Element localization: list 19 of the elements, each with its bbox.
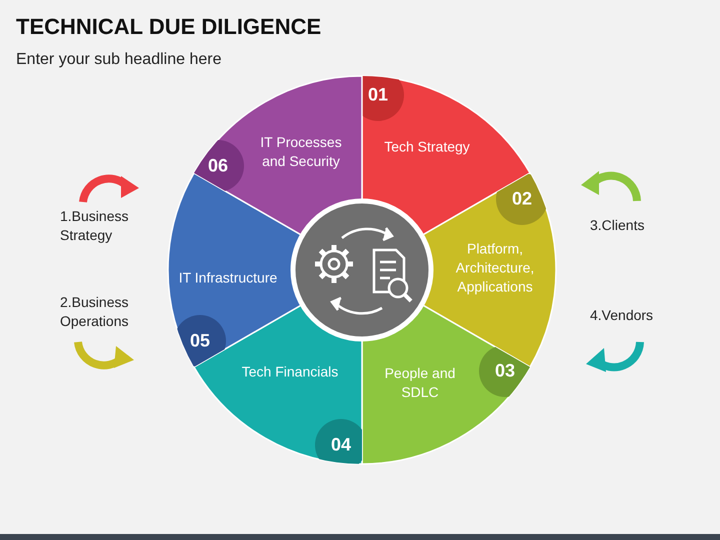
step-number: 06 — [208, 156, 228, 176]
step-number: 01 — [368, 84, 388, 106]
step-number: 05 — [190, 330, 210, 352]
segment-label: IT Infrastructure — [178, 268, 278, 288]
title: TECHNICAL DUE DILIGENCE — [16, 14, 322, 40]
step-number: 02 — [512, 188, 532, 210]
segment-label: People and SDLC — [384, 364, 456, 402]
step-number: 04 — [330, 434, 352, 456]
step-number: 03 — [494, 360, 516, 382]
segment-label: Tech Strategy — [383, 138, 471, 156]
side-label: 4.Vendors — [590, 306, 654, 325]
segment-label: IT Processes and Security — [259, 133, 343, 171]
segment-label: Tech Financials — [240, 362, 340, 382]
side-label: 2.Business Operations — [60, 293, 130, 331]
side-label: 3.Clients — [590, 216, 646, 235]
side-label: 1.Business Strategy — [60, 207, 130, 245]
subtitle: Enter your sub headline here — [16, 50, 222, 69]
center-circle — [290, 198, 434, 342]
segment-label: Platform, Architecture, Applications — [454, 240, 536, 296]
